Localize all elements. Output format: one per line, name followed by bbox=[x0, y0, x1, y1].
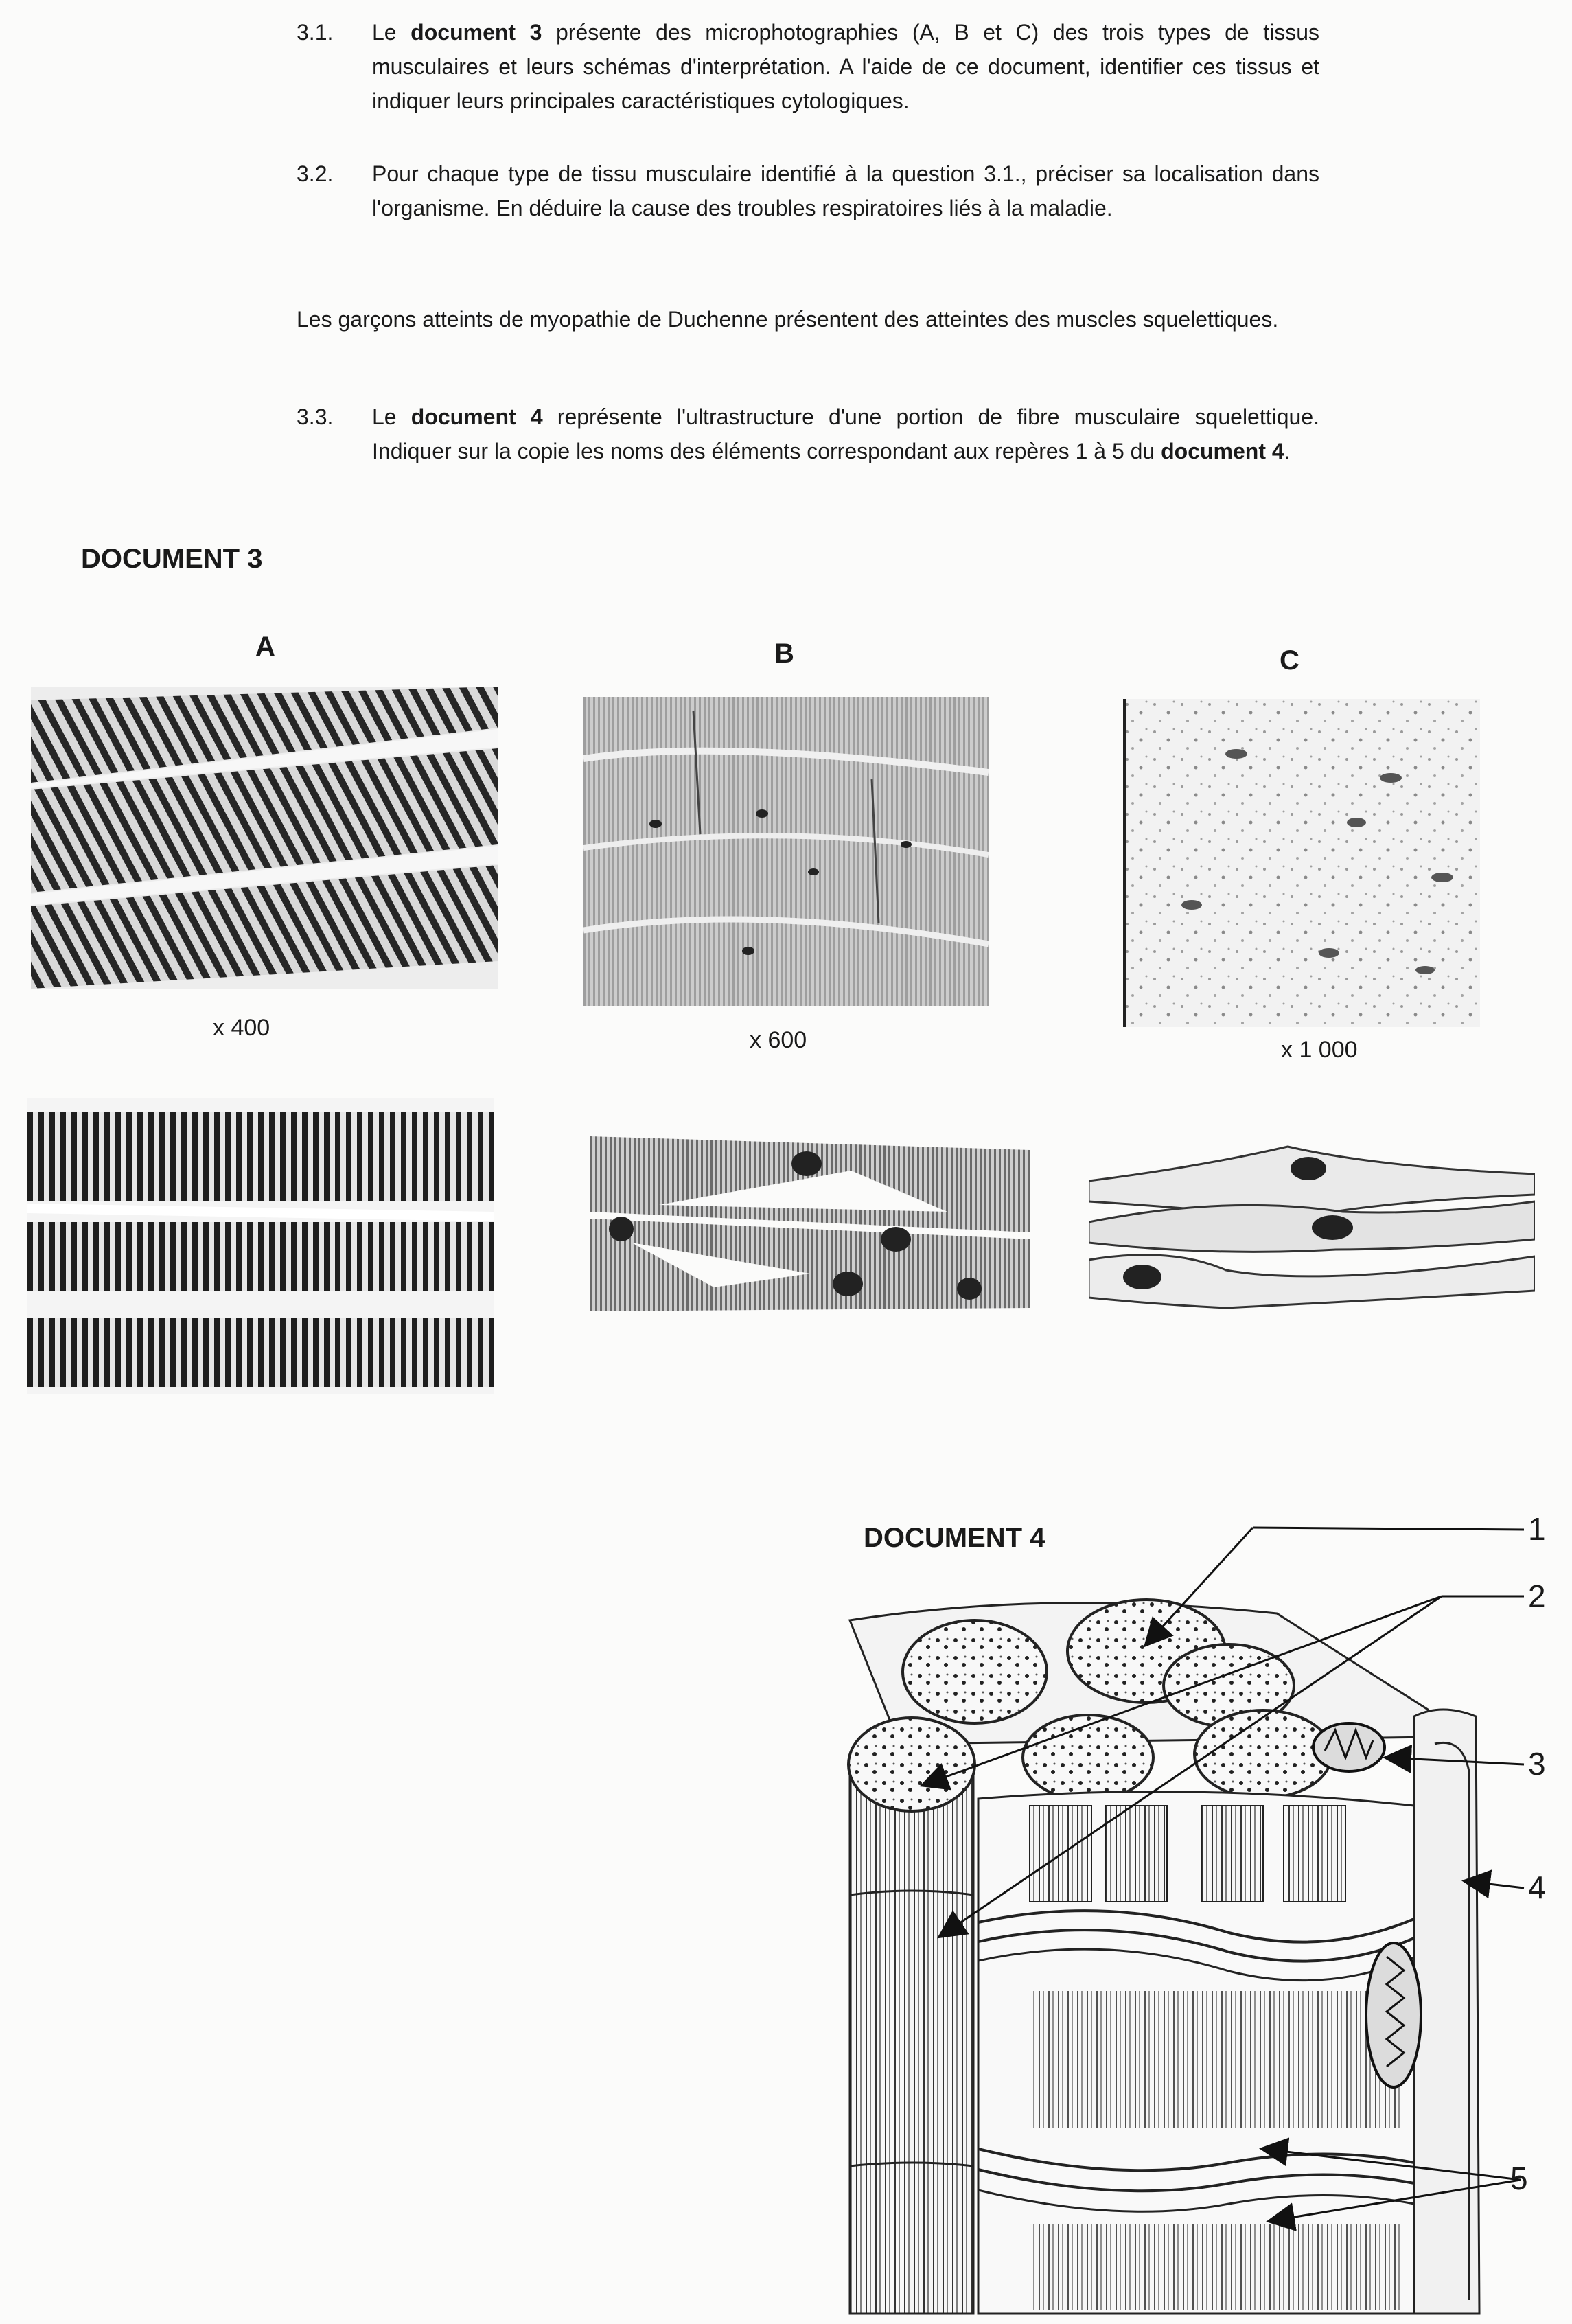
panel-letter-b: B bbox=[774, 638, 794, 669]
document-4-diagram bbox=[844, 1510, 1572, 2324]
question-3-1: 3.1. Le document 3 présente des micropho… bbox=[297, 15, 1319, 125]
magnification-c: x 1 000 bbox=[1281, 1037, 1358, 1063]
micrograph-c-smooth bbox=[1123, 699, 1480, 1027]
question-number: 3.1. bbox=[297, 20, 334, 45]
question-number: 3.2. bbox=[297, 161, 334, 186]
schema-a-skeletal bbox=[27, 1098, 494, 1394]
callout-label-5: 5 bbox=[1510, 2161, 1528, 2196]
schema-c-smooth bbox=[1089, 1140, 1535, 1318]
magnification-a: x 400 bbox=[213, 1015, 270, 1041]
document-ref: document 3 bbox=[411, 20, 542, 45]
intro-paragraph: Les garçons atteints de myopathie de Duc… bbox=[297, 307, 1279, 332]
document-4-heading: DOCUMENT 4 bbox=[864, 1523, 1045, 1553]
question-text: Pour chaque type de tissu musculaire ide… bbox=[372, 161, 1319, 220]
magnification-b: x 600 bbox=[750, 1027, 807, 1053]
panel-letter-c: C bbox=[1280, 645, 1299, 676]
callout-label-4: 4 bbox=[1528, 1869, 1546, 1905]
micrograph-b-cardiac bbox=[583, 697, 989, 1006]
callout-label-1: 1 bbox=[1528, 1511, 1546, 1547]
callout-label-3: 3 bbox=[1528, 1746, 1546, 1782]
question-number: 3.3. bbox=[297, 404, 334, 429]
question-3-2: 3.2. Pour chaque type de tissu musculair… bbox=[297, 157, 1319, 266]
document-3-heading: DOCUMENT 3 bbox=[81, 544, 263, 574]
schema-b-cardiac bbox=[590, 1129, 1030, 1315]
question-3-3: 3.3. Le document 4 représente l'ultrastr… bbox=[297, 400, 1319, 509]
document-ref: document 4 bbox=[1161, 439, 1284, 463]
callout-label-2: 2 bbox=[1528, 1578, 1546, 1614]
question-text: Le document 4 représente l'ultrastructur… bbox=[372, 404, 1320, 463]
panel-letter-a: A bbox=[255, 632, 275, 662]
document-ref: document 4 bbox=[411, 404, 543, 429]
micrograph-a-skeletal bbox=[31, 687, 498, 989]
question-text: Le document 3 présente des microphotogra… bbox=[372, 20, 1320, 113]
